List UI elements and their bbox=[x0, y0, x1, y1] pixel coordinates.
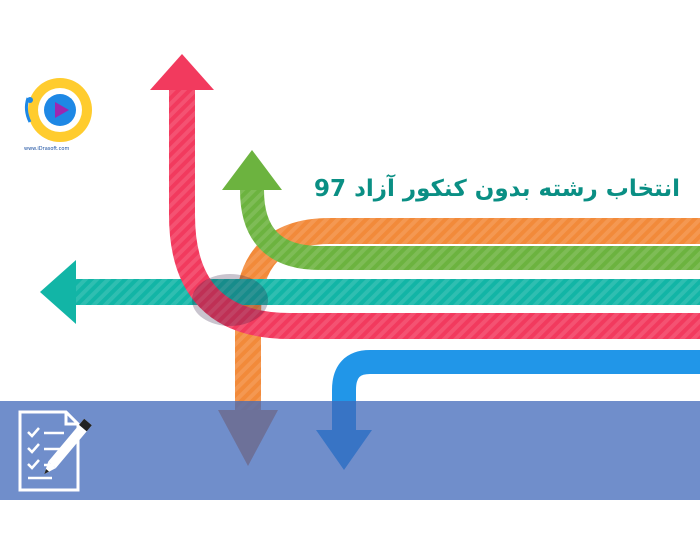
logo-url: www.iDrasoft.com bbox=[24, 146, 70, 152]
document-pen-icon bbox=[18, 410, 92, 492]
play-logo-icon bbox=[24, 78, 92, 142]
page-headline: انتخاب رشته بدون کنکور آزاد 97 bbox=[314, 176, 680, 202]
red-arrow bbox=[150, 54, 700, 339]
overlap-shadow bbox=[192, 274, 268, 326]
blue-banner bbox=[0, 401, 700, 500]
green-arrow bbox=[222, 150, 700, 270]
teal-arrow bbox=[40, 260, 700, 324]
